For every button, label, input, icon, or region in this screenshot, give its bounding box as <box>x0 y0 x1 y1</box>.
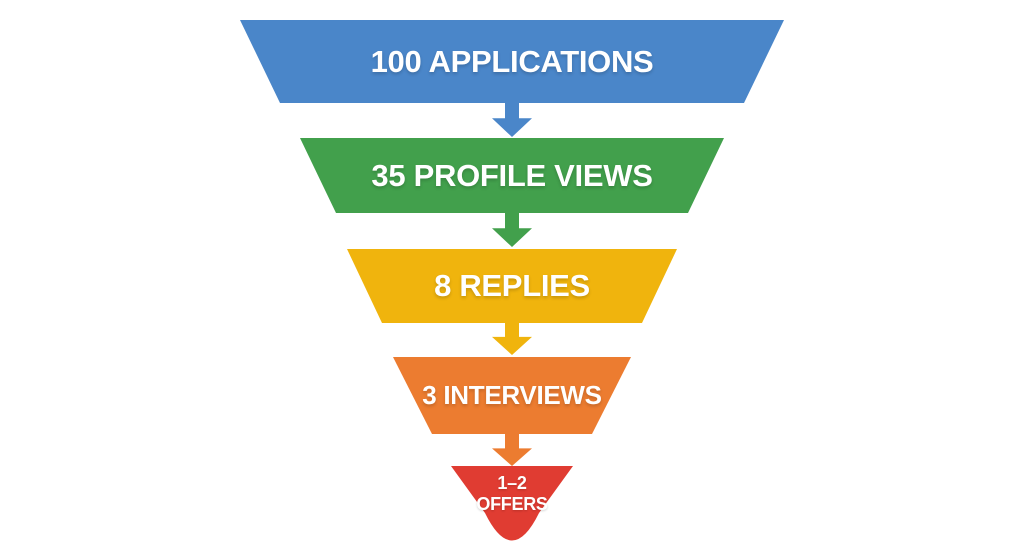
funnel-stage-applications: 100 APPLICATIONS <box>240 20 784 103</box>
funnel-stage-offers-line2: OFFERS <box>476 494 548 514</box>
down-arrow-icon <box>492 103 532 137</box>
down-arrow-icon <box>492 322 532 355</box>
funnel-stage-offers-label: 1–2 OFFERS <box>451 473 573 515</box>
funnel-stage-interviews-label: 3 INTERVIEWS <box>422 380 602 410</box>
down-arrow-icon <box>492 213 532 247</box>
funnel-stage-interviews: 3 INTERVIEWS <box>393 357 631 434</box>
funnel-tip-shape <box>451 466 573 541</box>
funnel-stage-replies: 8 REPLIES <box>347 249 677 323</box>
down-arrow-icon <box>492 434 532 466</box>
funnel-stage-profile-views: 35 PROFILE VIEWS <box>300 138 724 213</box>
funnel-stage-replies-label: 8 REPLIES <box>434 268 590 303</box>
funnel-stage-offers-line1: 1–2 <box>497 473 527 493</box>
funnel-stage-offers: 1–2 OFFERS <box>451 466 573 542</box>
funnel-stage-profile-views-label: 35 PROFILE VIEWS <box>371 157 653 193</box>
funnel-stage-applications-label: 100 APPLICATIONS <box>370 43 654 79</box>
